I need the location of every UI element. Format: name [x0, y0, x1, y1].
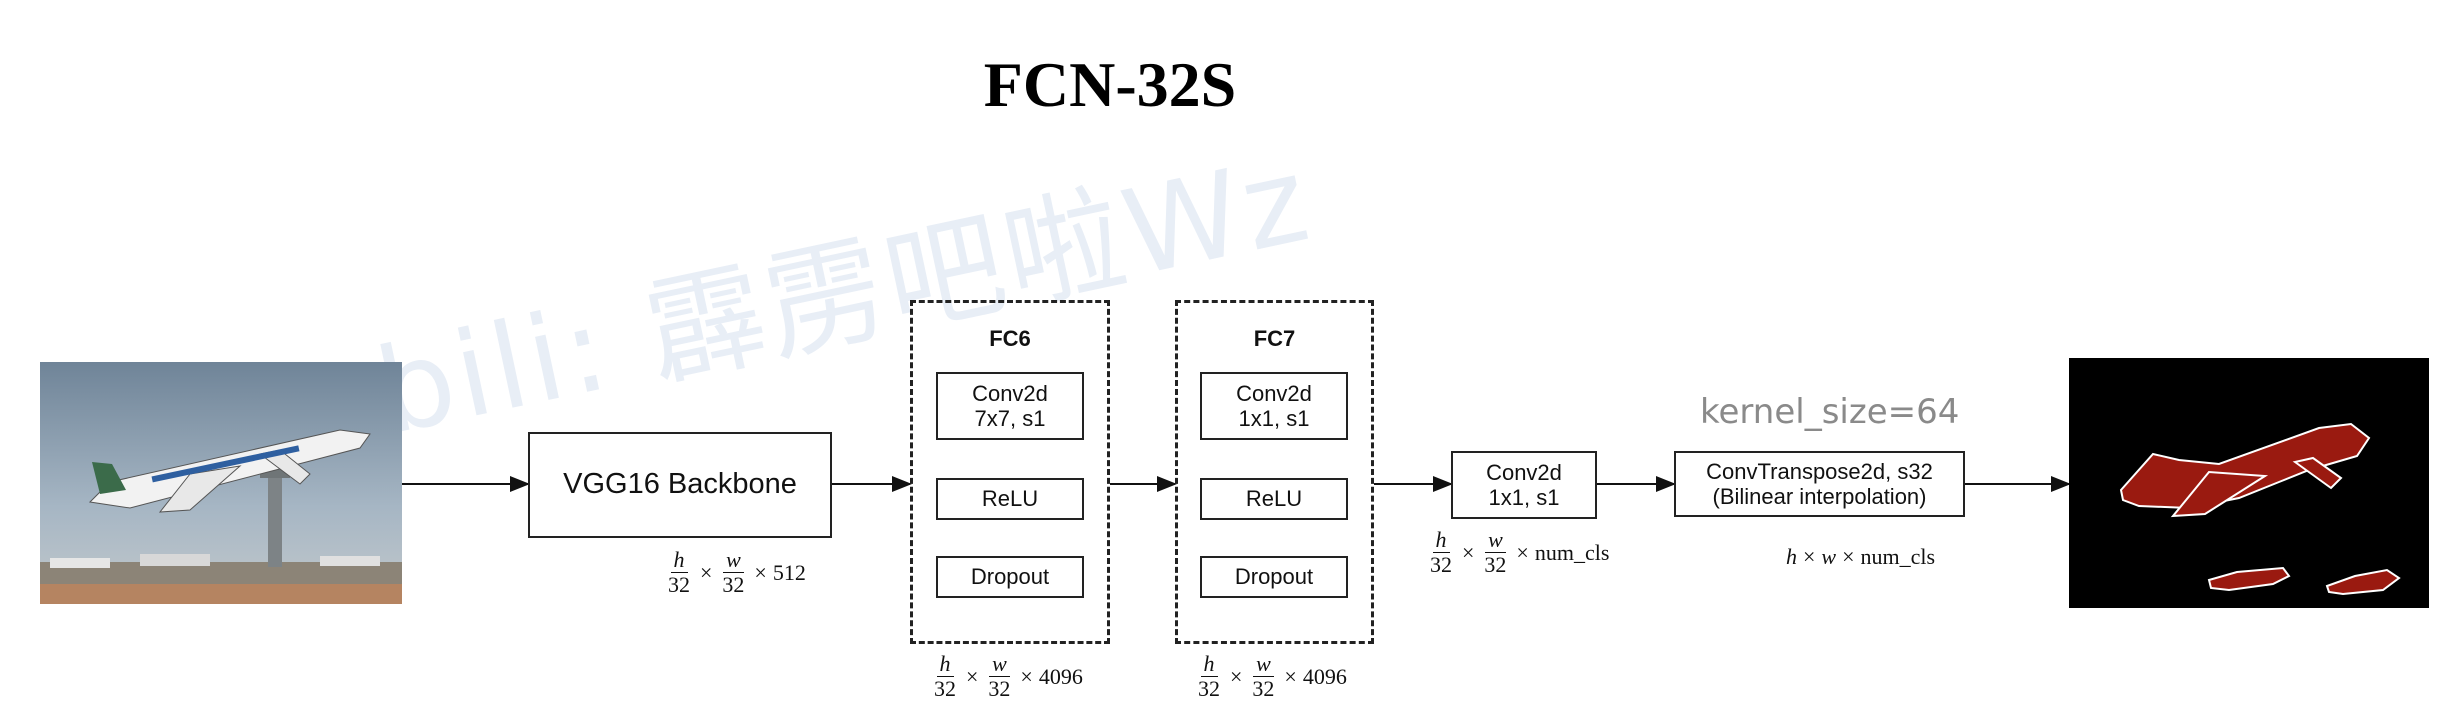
vgg16-backbone-box: VGG16 Backbone — [528, 432, 832, 538]
input-image — [40, 362, 402, 604]
classifier-conv-label: Conv2d — [1486, 459, 1562, 485]
fc6-dropout-label: Dropout — [970, 564, 1050, 590]
fc7-dropout-box: Dropout — [1200, 556, 1348, 598]
fc6-title: FC6 — [989, 326, 1031, 351]
transpose-output-dims: h × w × num_cls — [1786, 544, 1936, 569]
diagram-title: FCN-32S — [983, 49, 1237, 120]
fc6-group — [910, 300, 1110, 644]
fc6-relu-label: ReLU — [981, 486, 1039, 512]
fc6-relu-box: ReLU — [936, 478, 1084, 520]
fc6-conv-label: Conv2d — [972, 380, 1048, 406]
transpose-conv-label: ConvTranspose2d, s32 — [1706, 458, 1933, 484]
fc6-conv-box: Conv2d 7x7, s1 — [936, 372, 1084, 440]
backbone-label: VGG16 Backbone — [563, 468, 797, 501]
fc6-dropout-box: Dropout — [936, 556, 1084, 598]
fc7-conv-label: Conv2d — [1236, 380, 1312, 406]
fc7-conv-params: 1x1, s1 — [1238, 406, 1310, 431]
fc7-dropout-label: Dropout — [1234, 564, 1314, 590]
fc7-group — [1175, 300, 1374, 644]
fc7-title: FC7 — [1253, 326, 1296, 351]
transpose-conv-box: ConvTranspose2d, s32 (Bilinear interpola… — [1674, 451, 1965, 517]
output-segmentation-image — [2069, 358, 2429, 608]
classifier-conv-box: Conv2d 1x1, s1 — [1451, 451, 1597, 519]
transpose-conv-note: (Bilinear interpolation) — [1712, 484, 1927, 509]
fc7-relu-label: ReLU — [1245, 486, 1303, 512]
classifier-conv-params: 1x1, s1 — [1488, 485, 1560, 510]
fc7-conv-box: Conv2d 1x1, s1 — [1200, 372, 1348, 440]
fc6-conv-params: 7x7, s1 — [974, 406, 1046, 431]
fc7-relu-box: ReLU — [1200, 478, 1348, 520]
kernel-size-label: kernel_size=64 — [1700, 392, 1960, 432]
